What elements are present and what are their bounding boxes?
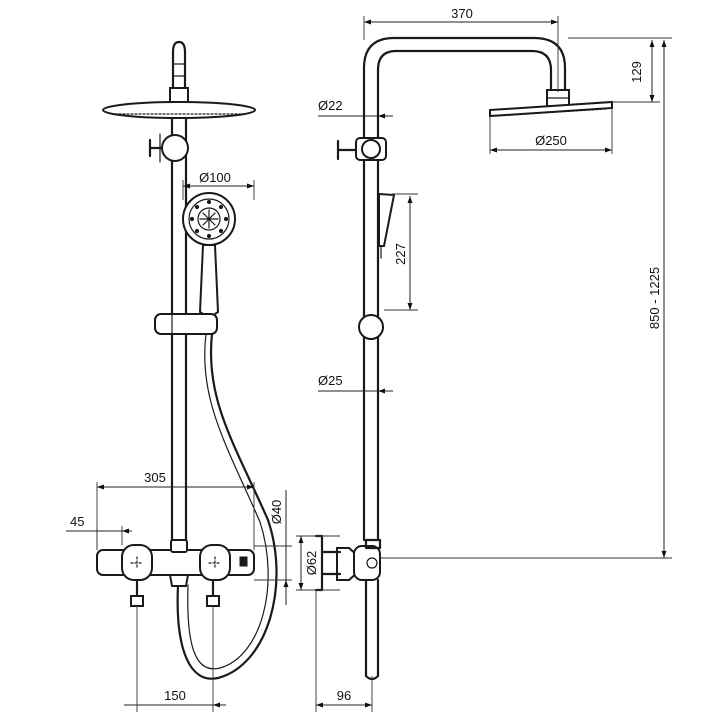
front-rain-head (102, 101, 256, 119)
dim-pipe-upper-diameter: Ø22 (318, 98, 343, 113)
front-hand-shower-ring (188, 198, 230, 240)
dim-hand-shower-length: 227 (393, 243, 408, 265)
front-slider-holder (154, 313, 218, 335)
front-mixer-right-marks (208, 556, 222, 570)
dim-wall-distance: 96 (337, 688, 351, 703)
side-overhead-arm-outer (362, 36, 567, 542)
front-top-cap (171, 40, 187, 92)
dimension-lines: 370 129 850 - 1225 Ø22 Ø250 Ø100 227 Ø25 (66, 6, 672, 712)
side-hand-shower (378, 192, 396, 247)
side-diverter-lever (336, 139, 358, 161)
front-mixer-left-marks (130, 556, 144, 570)
front-hand-shower-inner (197, 207, 221, 231)
dim-pipe-lower-diameter: Ø25 (318, 373, 343, 388)
front-inlet-right-cap (206, 595, 220, 607)
front-diverter-knob (161, 134, 189, 162)
side-diverter-knob (361, 139, 381, 159)
front-view (96, 40, 278, 680)
side-rain-head-nozzles (495, 108, 607, 117)
dim-inlet-spacing: 150 (164, 688, 186, 703)
dim-hose-diameter: Ø40 (269, 500, 284, 525)
dim-arm-reach: 370 (451, 6, 473, 21)
front-hose-inner (187, 333, 269, 670)
side-overhead-arm-inner (376, 49, 553, 542)
front-mixer-button (239, 556, 248, 567)
side-lower-hose (364, 578, 380, 681)
front-hand-shower-handle (198, 244, 220, 317)
dim-mixer-width: 305 (144, 470, 166, 485)
dim-handle-offset: 45 (70, 514, 84, 529)
side-view (314, 36, 613, 681)
front-inlet-left-cap (130, 595, 144, 607)
dim-head-drop: 129 (629, 61, 644, 83)
front-hand-shower-star (199, 209, 219, 229)
side-mixer-nut (364, 538, 382, 550)
front-hand-shower-nozzle-dots (189, 199, 229, 239)
front-mixer-outlet-top (170, 539, 188, 553)
front-hose-outer (176, 332, 278, 680)
front-mixer-outlet-bottom (168, 574, 190, 587)
dim-height-range: 850 - 1225 (647, 267, 662, 329)
side-slider-holder (358, 314, 384, 340)
dim-wall-connector-diameter: Ø62 (304, 551, 319, 576)
dim-head-diameter: Ø250 (535, 133, 567, 148)
front-swivel-nut (169, 87, 189, 103)
side-mixer-outlet (366, 557, 378, 569)
dim-hand-shower-diameter: Ø100 (199, 170, 231, 185)
